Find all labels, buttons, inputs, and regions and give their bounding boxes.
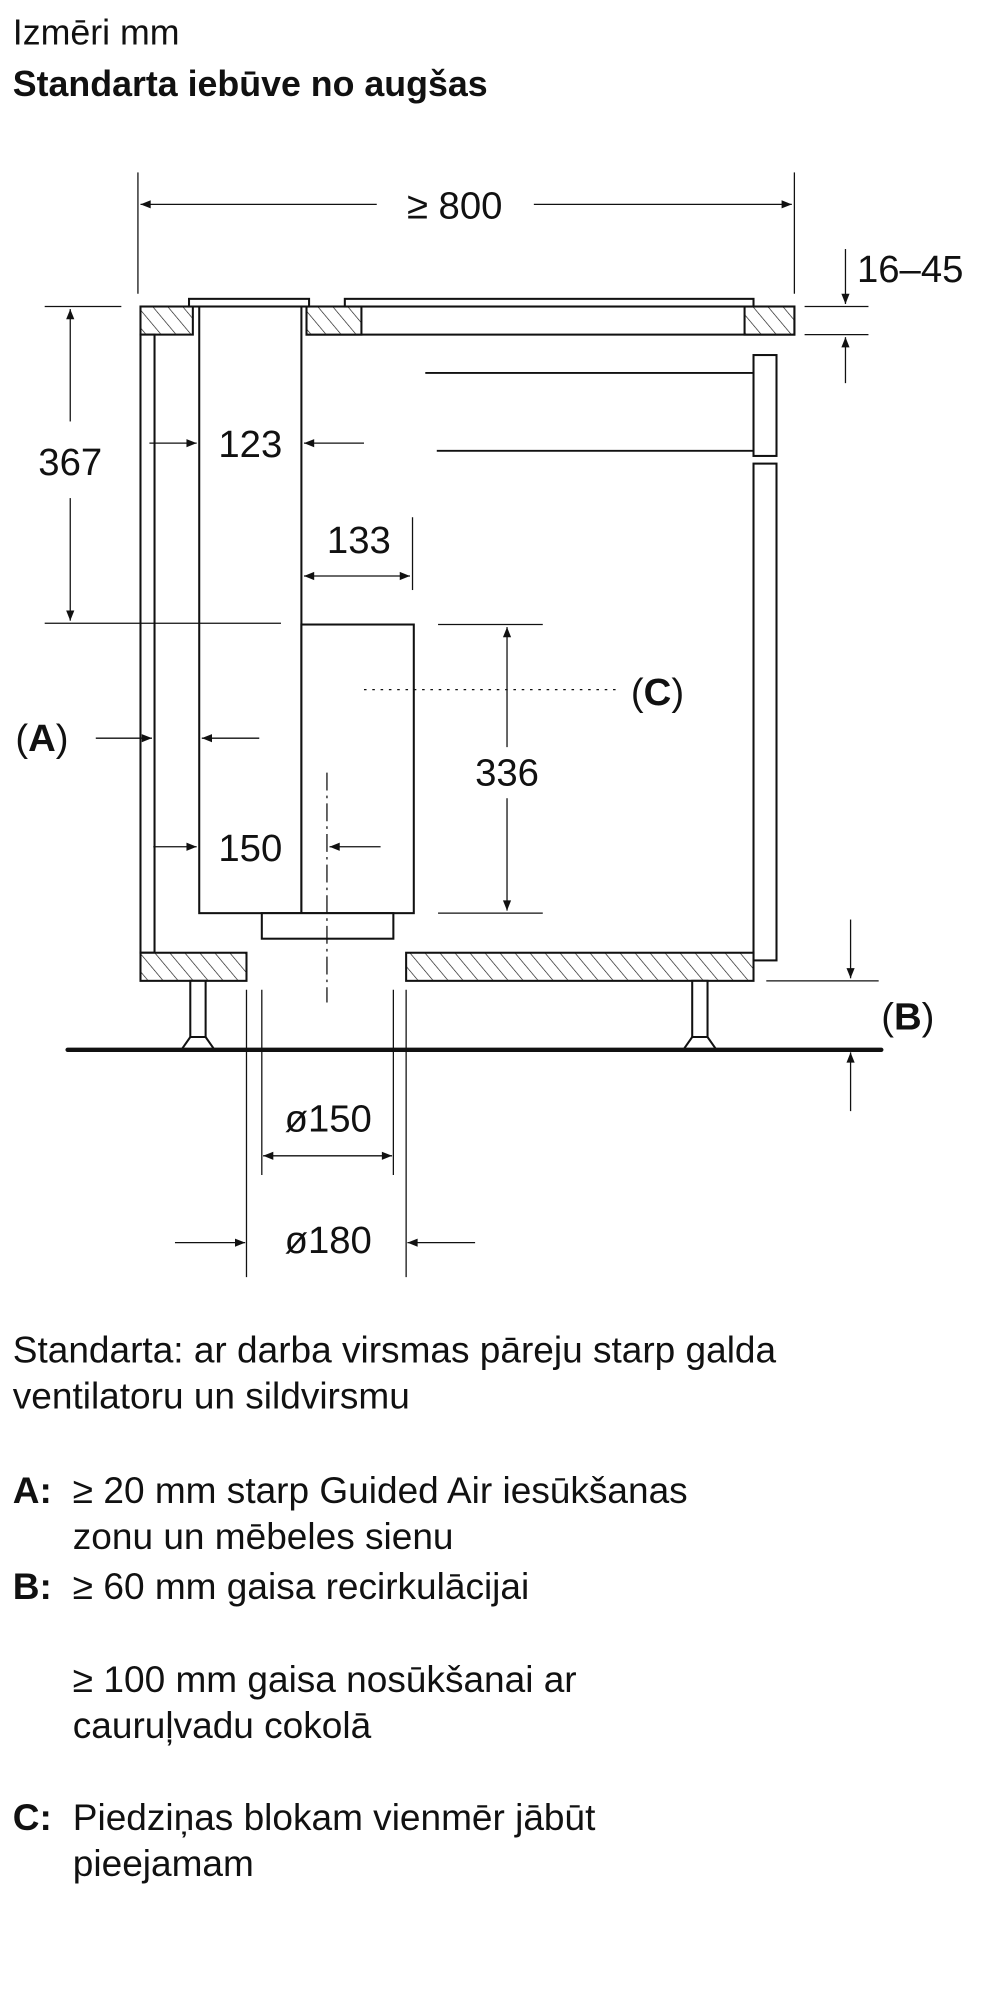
countertop-hatch	[305, 305, 363, 336]
cabinet-side	[139, 333, 156, 954]
pipe-dimensions: ø150 ø180	[174, 989, 476, 1278]
dim-336-label: 336	[475, 751, 539, 794]
motor-unit	[300, 623, 415, 915]
dim-123-label: 123	[218, 423, 282, 466]
svg-text:(C): (C)	[631, 671, 684, 714]
note-key-b: B:	[13, 1565, 52, 1607]
page-subtitle: Standarta iebūve no augšas	[13, 64, 488, 104]
note-key-a: A:	[13, 1469, 52, 1511]
note-a-text: ≥ 20 mm starp Guided Air iesūkšanas	[73, 1469, 688, 1511]
callout-c: (C)	[363, 671, 684, 714]
countertop-hatch	[743, 305, 796, 336]
base-left	[139, 951, 248, 982]
width-label: ≥ 800	[407, 184, 503, 227]
dimension-150: 150	[153, 827, 381, 870]
page-title: Izmēri mm	[13, 13, 180, 53]
door-front	[752, 462, 778, 962]
dim-150-label: 150	[218, 827, 282, 870]
intro-text: ventilatoru un sildvirsmu	[13, 1375, 410, 1417]
leg-left	[179, 979, 217, 1051]
height-dimension-367: 367	[38, 305, 281, 624]
downdraft-column	[198, 305, 303, 915]
pipe-outer-label: ø180	[285, 1219, 372, 1262]
base-right	[405, 951, 755, 982]
note-b2-text: ≥ 100 mm gaisa nosūkšanai ar	[73, 1658, 577, 1700]
notes: Standarta: ar darba virsmas pāreju starp…	[13, 1329, 777, 1884]
width-dimension: ≥ 800	[137, 172, 796, 294]
depth-dimension-123: 123	[149, 423, 364, 466]
label-b: B	[894, 995, 922, 1038]
height-dimension-336: 336	[438, 623, 543, 914]
intro-text: Standarta: ar darba virsmas pāreju starp…	[13, 1329, 777, 1371]
pipe-inner-label: ø150	[285, 1098, 372, 1141]
callout-a: (A)	[15, 717, 260, 760]
downdraft-flange	[187, 297, 311, 308]
svg-text:(B): (B)	[881, 995, 934, 1038]
dim-133-label: 133	[327, 519, 391, 562]
label-a: A	[28, 717, 56, 760]
depth-dimension-133: 133	[303, 517, 414, 591]
label-c: C	[644, 671, 672, 714]
note-b-text: ≥ 60 mm gaisa recirkulācijai	[73, 1565, 529, 1607]
note-key-c: C:	[13, 1796, 52, 1838]
note-b2-text: cauruļvadu cokolā	[73, 1704, 372, 1746]
drawer-front	[752, 354, 778, 457]
worktop-label: 16–45	[857, 248, 964, 291]
worktop-dimension: 16–45	[804, 248, 964, 384]
countertop-left	[139, 305, 194, 336]
countertop-right	[305, 305, 796, 336]
dim-367-label: 367	[38, 441, 102, 484]
svg-text:(A): (A)	[15, 717, 68, 760]
note-c-text: Piedziņas blokam vienmēr jābūt	[73, 1796, 596, 1838]
cooktop-glass	[343, 297, 755, 308]
leg-right	[681, 979, 719, 1051]
note-c-text: pieejamam	[73, 1842, 254, 1884]
callout-b: (B)	[766, 919, 934, 1112]
note-a-text: zonu un mēbeles sienu	[73, 1515, 454, 1557]
